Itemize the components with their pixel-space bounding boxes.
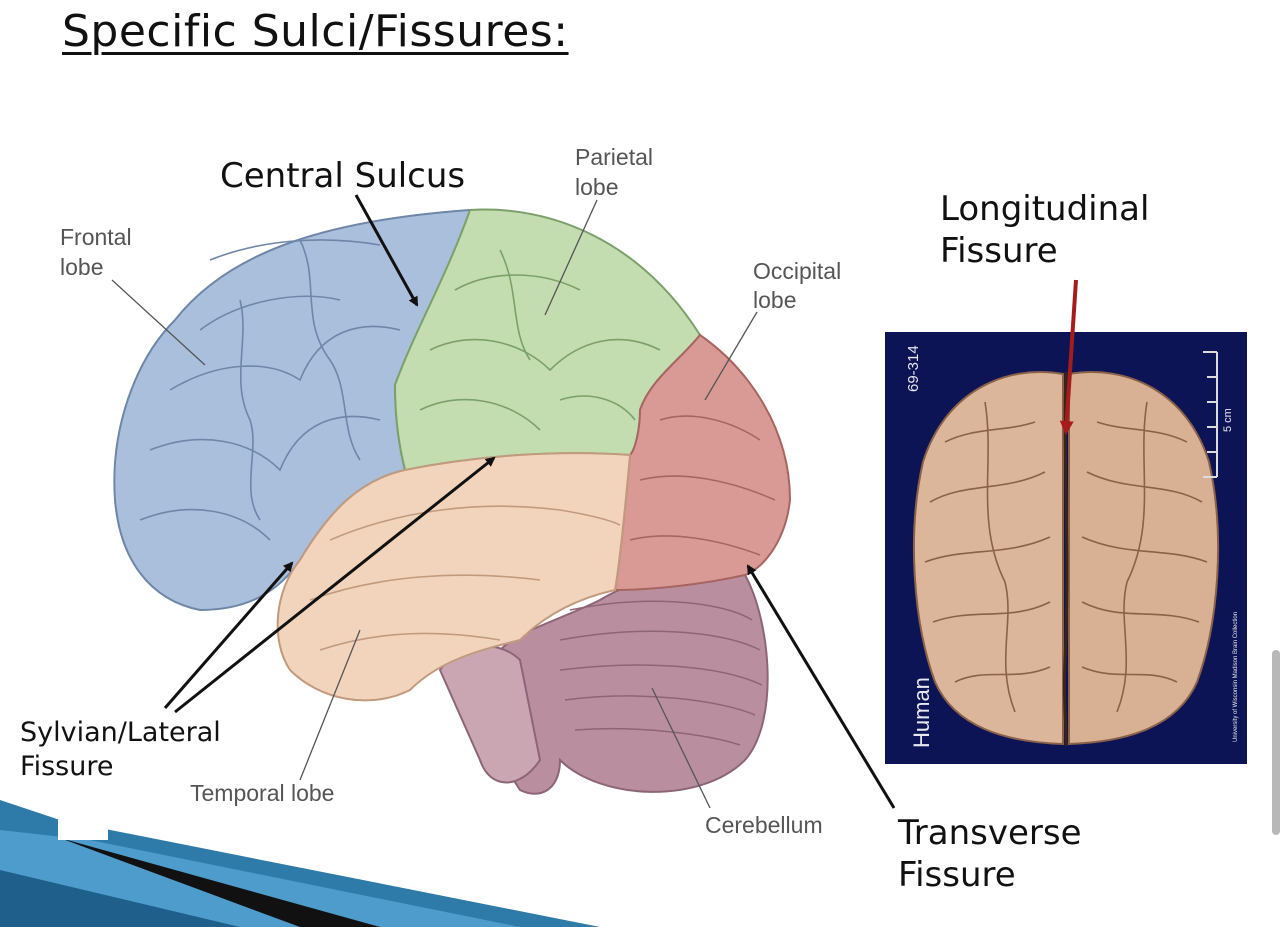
callout-longitudinal-line2: Fissure [940,231,1058,271]
corner-decoration [0,800,600,927]
label-parietal-line1: Parietal [575,144,653,170]
label-occipital-line1: Occipital [753,258,842,284]
callout-sylvian-line1: Sylvian/Lateral [20,717,221,748]
brain-top-view-drawing [912,351,1220,747]
temporal-gyri [309,505,621,651]
longitudinal-arrow [1059,279,1078,435]
scrollbar-thumb[interactable] [1272,650,1280,835]
slide-title: Specific Sulci/Fissures: [62,6,569,57]
scale-bar [1203,351,1218,478]
lobe-leader-lines [111,199,758,809]
occipital-gyri [629,415,776,556]
callout-transverse-line1: Transverse [898,813,1082,853]
label-occipital-line2: lobe [753,287,797,313]
label-cerebellum: Cerebellum [705,812,823,838]
cerebellum-shape [438,568,769,795]
callout-sylvian-line2: Fissure [20,751,114,782]
sylvian-arrow-2 [174,456,496,714]
label-temporal: Temporal lobe [190,780,335,806]
label-frontal-line1: Frontal [60,224,132,250]
parietal-gyri [419,249,661,431]
sylvian-arrow-1 [163,561,294,709]
occipital-lobe-shape [613,333,792,592]
callout-central-sulcus: Central Sulcus [220,156,466,196]
label-frontal-line2: lobe [60,254,104,280]
frontal-gyri [139,239,401,541]
callout-transverse-line2: Fissure [898,855,1016,895]
central-sulcus-arrow [354,194,419,307]
callout-longitudinal-line1: Longitudinal [940,189,1150,229]
callout-arrows [163,194,896,809]
label-parietal-line2: lobe [575,174,619,200]
transverse-arrow [746,564,896,809]
